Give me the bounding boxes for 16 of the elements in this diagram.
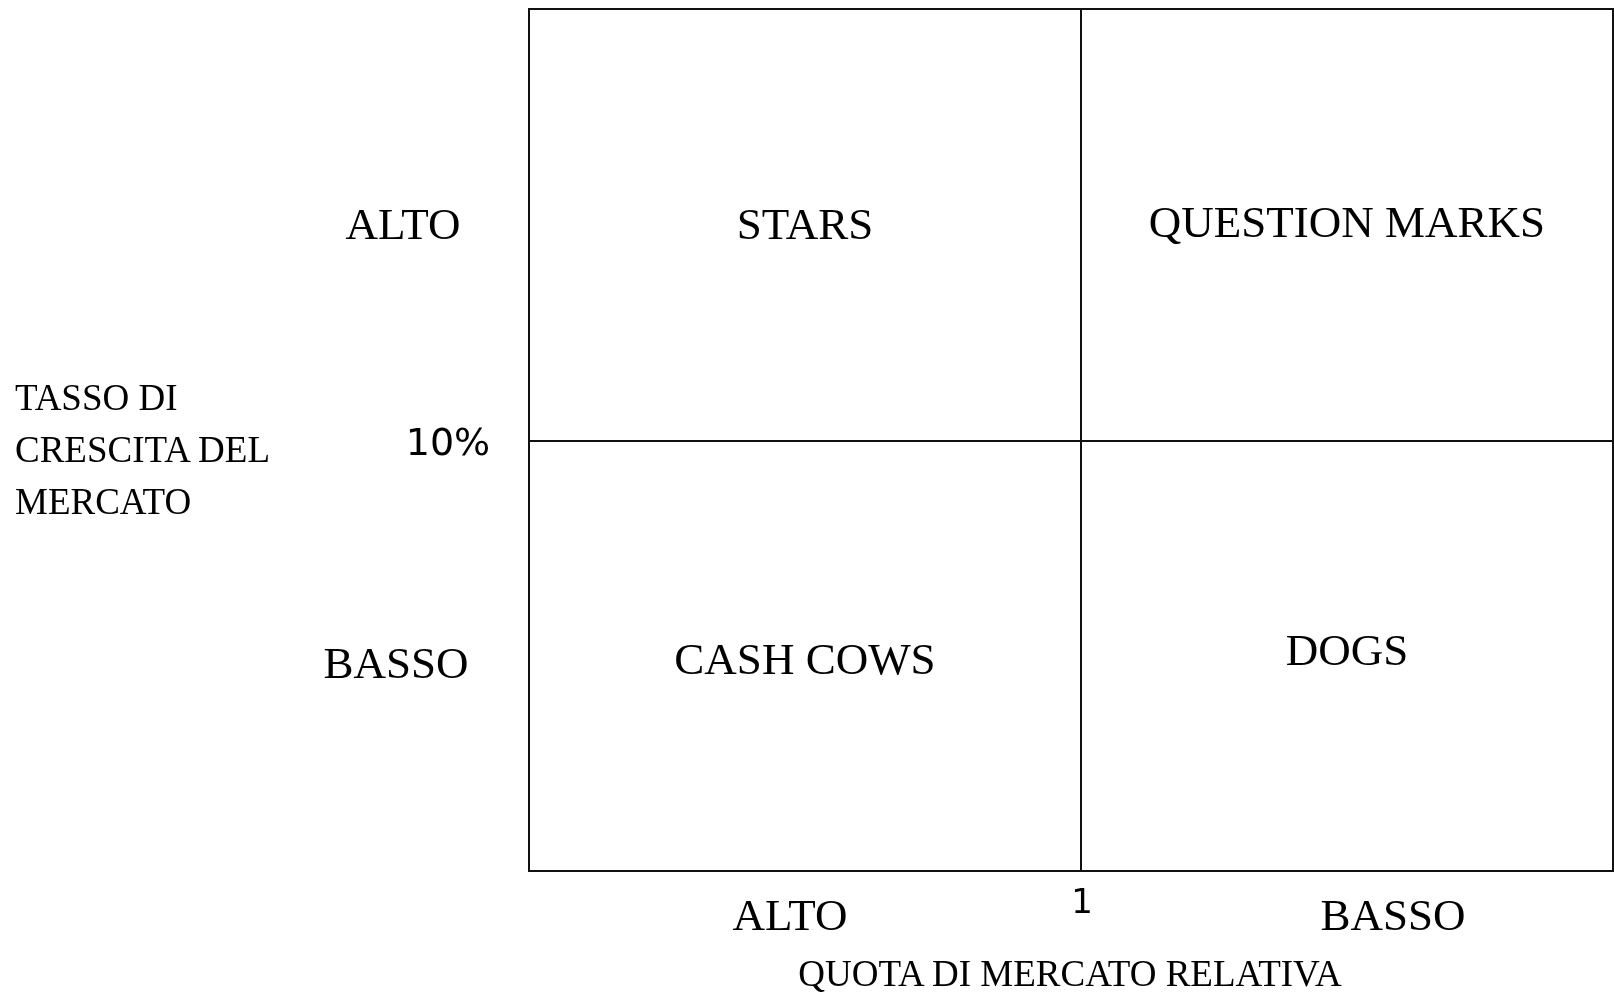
axis-title: TASSO DI CRESCITA DEL MERCATO bbox=[15, 376, 270, 524]
threshold-label: 1 bbox=[1070, 880, 1094, 923]
threshold-label: 10% bbox=[404, 419, 492, 466]
quadrant-title: STARS bbox=[735, 202, 875, 247]
axis-level-label: ALTO bbox=[731, 889, 849, 942]
matrix-quadrant bbox=[1080, 8, 1614, 442]
quadrant-title: DOGS bbox=[1284, 628, 1410, 673]
axis-level-label: BASSO bbox=[1319, 889, 1467, 942]
axis-title: QUOTA DI MERCATO RELATIVA bbox=[797, 952, 1343, 996]
quadrant-title: CASH COWS bbox=[673, 637, 937, 682]
matrix-quadrant bbox=[1080, 440, 1614, 872]
axis-level-label: ALTO bbox=[344, 198, 462, 251]
matrix-quadrant bbox=[528, 8, 1082, 442]
quadrant-title: QUESTION MARKS bbox=[1147, 200, 1547, 245]
axis-level-label: BASSO bbox=[322, 637, 470, 690]
matrix-quadrant bbox=[528, 440, 1082, 872]
